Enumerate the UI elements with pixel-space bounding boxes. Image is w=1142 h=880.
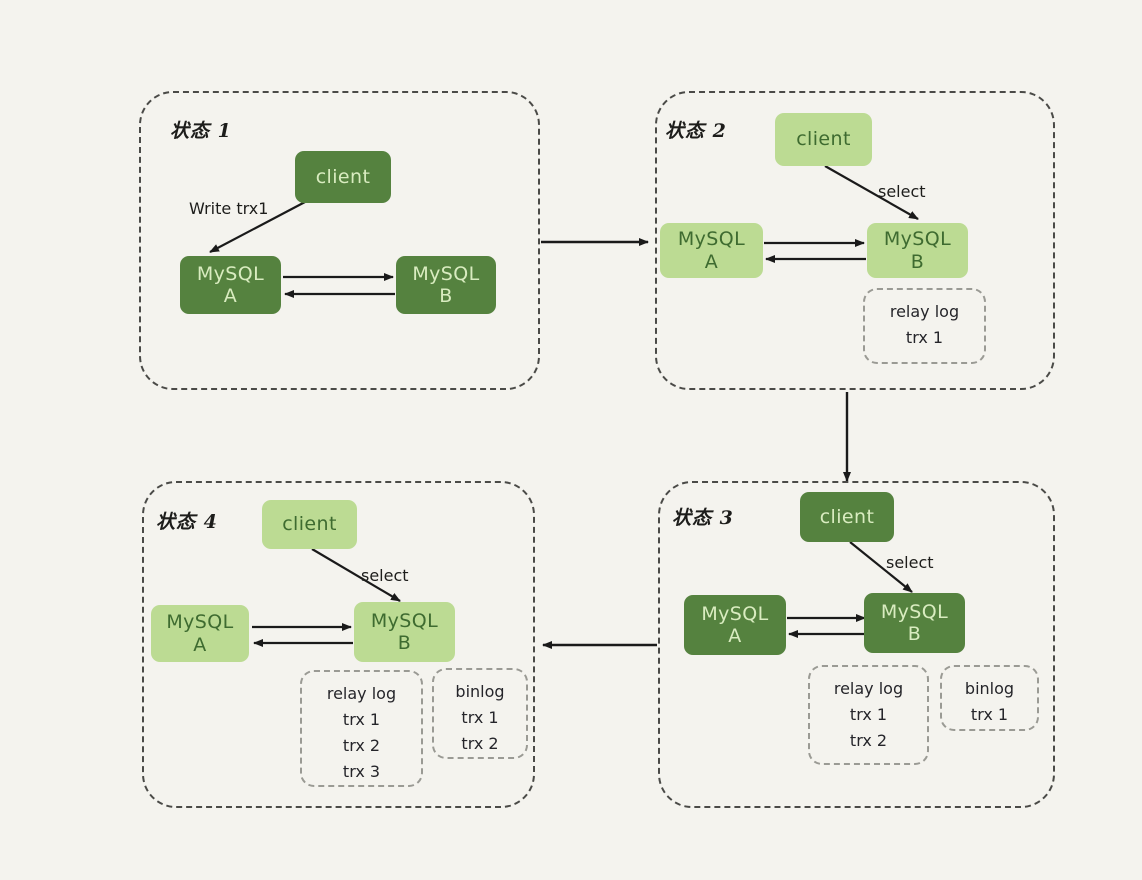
client-label: client: [282, 513, 337, 536]
mysql-a-node-state2[interactable]: MySQL A: [660, 223, 763, 278]
client-label: client: [796, 128, 851, 151]
mysql-b-line2: B: [439, 285, 453, 307]
relay-log-box-state2: relay log trx 1: [863, 288, 986, 364]
mysql-b-line1: MySQL: [412, 262, 480, 285]
binlog-entry: trx 2: [461, 733, 499, 753]
mysql-a-line2: A: [704, 250, 719, 273]
select-label-state4: select: [361, 566, 409, 585]
mysql-a-line2: A: [728, 625, 742, 647]
binlog-entry: trx 1: [461, 707, 499, 727]
relay-log-entry: trx 1: [849, 704, 888, 724]
state-panel-3: [658, 481, 1055, 808]
relay-log-box-state3: relay log trx 1 trx 2: [808, 665, 929, 765]
state-panel-2-label: 状态 2: [665, 120, 727, 142]
mysql-b-line2: B: [910, 250, 925, 273]
binlog-title: binlog: [455, 682, 505, 701]
relay-log-entry: trx 1: [342, 709, 381, 729]
binlog-box-state3: binlog trx 1: [940, 665, 1039, 731]
client-node-state2[interactable]: client: [775, 113, 872, 166]
relay-log-entry: trx 2: [342, 735, 381, 755]
client-label: client: [315, 165, 371, 188]
state-panel-3-label: 状态 3: [672, 507, 734, 529]
mysql-b-node-state4[interactable]: MySQL B: [354, 602, 455, 662]
state-panel-2: [655, 91, 1055, 390]
relay-log-entry: trx 1: [905, 327, 944, 347]
mysql-a-line1: MySQL: [166, 611, 234, 634]
relay-log-box-state4: relay log trx 1 trx 2 trx 3: [300, 670, 423, 787]
client-node-state3[interactable]: client: [800, 492, 894, 542]
mysql-a-line1: MySQL: [701, 602, 769, 625]
select-label-state3: select: [886, 553, 934, 572]
select-label-state2: select: [878, 182, 926, 201]
mysql-b-line1: MySQL: [880, 600, 949, 623]
binlog-entry: trx 1: [970, 704, 1009, 724]
mysql-a-line1: MySQL: [677, 228, 746, 251]
mysql-a-node-state4[interactable]: MySQL A: [151, 605, 249, 662]
mysql-a-line2: A: [193, 633, 207, 656]
write-trx1-label: Write trx1: [189, 199, 269, 218]
state-panel-1: [139, 91, 540, 390]
mysql-b-line2: B: [397, 632, 412, 654]
relay-log-entry: trx 3: [342, 761, 381, 781]
mysql-a-node-state1[interactable]: MySQL A: [180, 256, 281, 314]
client-label: client: [819, 505, 875, 528]
relay-log-title: relay log: [326, 684, 397, 703]
binlog-title: binlog: [964, 679, 1015, 698]
mysql-a-node-state3[interactable]: MySQL A: [684, 595, 786, 655]
mysql-a-line2: A: [223, 285, 238, 307]
relay-log-title: relay log: [833, 679, 904, 698]
mysql-b-node-state3[interactable]: MySQL B: [864, 593, 965, 653]
state-panel-4: [142, 481, 535, 808]
binlog-box-state4: binlog trx 1 trx 2: [432, 668, 528, 759]
mysql-b-line2: B: [907, 623, 922, 645]
client-node-state4[interactable]: client: [262, 500, 357, 549]
client-node-state1[interactable]: client: [295, 151, 391, 203]
mysql-a-line1: MySQL: [196, 262, 265, 285]
state-panel-4-label: 状态 4: [156, 511, 218, 533]
mysql-b-line1: MySQL: [883, 228, 952, 251]
mysql-b-line1: MySQL: [370, 609, 439, 632]
mysql-b-node-state1[interactable]: MySQL B: [396, 256, 496, 314]
mysql-b-node-state2[interactable]: MySQL B: [867, 223, 968, 278]
state-panel-1-label: 状态 1: [170, 120, 232, 142]
relay-log-title: relay log: [889, 302, 960, 321]
relay-log-entry: trx 2: [849, 730, 888, 750]
